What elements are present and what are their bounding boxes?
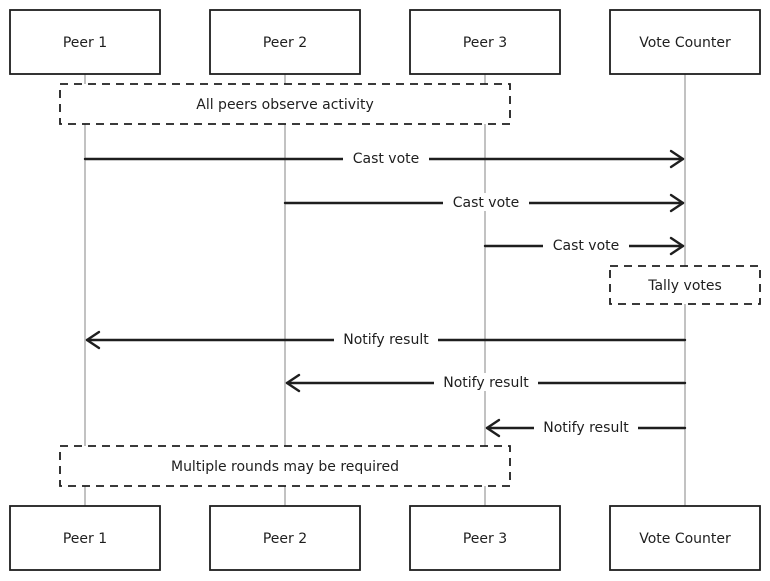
note-multiple-rounds: Multiple rounds may be required	[59, 445, 511, 487]
participant-top-peer-1: Peer 1	[9, 9, 161, 75]
message-notify-result-peer-3: Notify result	[485, 418, 687, 438]
participant-label: Peer 2	[263, 531, 307, 547]
message-label: Notify result	[343, 332, 429, 348]
message-label: Notify result	[543, 420, 629, 436]
arrowhead-icon	[669, 149, 685, 169]
participant-top-peer-2: Peer 2	[209, 9, 361, 75]
participant-bottom-peer-3: Peer 3	[409, 505, 561, 571]
participant-label: Peer 1	[63, 531, 107, 547]
arrowhead-icon	[669, 236, 685, 256]
note-label: All peers observe activity	[196, 97, 374, 113]
participant-label: Vote Counter	[639, 35, 731, 51]
message-cast-vote-peer-1: Cast vote	[83, 149, 685, 169]
arrowhead-icon	[85, 330, 101, 350]
participant-bottom-vote-counter: Vote Counter	[609, 505, 761, 571]
arrowhead-icon	[285, 373, 301, 393]
note-label: Tally votes	[647, 278, 722, 294]
note-label: Multiple rounds may be required	[171, 459, 399, 475]
message-label: Cast vote	[453, 195, 520, 211]
note-tally-votes: Tally votes	[609, 265, 761, 305]
note-observe-activity: All peers observe activity	[59, 83, 511, 125]
participant-label: Peer 1	[63, 35, 107, 51]
participant-label: Vote Counter	[639, 531, 731, 547]
arrowhead-icon	[485, 418, 501, 438]
message-label: Notify result	[443, 375, 529, 391]
participant-bottom-peer-2: Peer 2	[209, 505, 361, 571]
participant-label: Peer 3	[463, 531, 507, 547]
message-label: Cast vote	[353, 151, 420, 167]
participant-top-vote-counter: Vote Counter	[609, 9, 761, 75]
participant-label: Peer 3	[463, 35, 507, 51]
participant-label: Peer 2	[263, 35, 307, 51]
message-label: Cast vote	[553, 238, 620, 254]
participant-top-peer-3: Peer 3	[409, 9, 561, 75]
arrowhead-icon	[669, 193, 685, 213]
message-cast-vote-peer-3: Cast vote	[483, 236, 685, 256]
message-notify-result-peer-1: Notify result	[85, 330, 687, 350]
message-cast-vote-peer-2: Cast vote	[283, 193, 685, 213]
participant-bottom-peer-1: Peer 1	[9, 505, 161, 571]
message-notify-result-peer-2: Notify result	[285, 373, 687, 393]
